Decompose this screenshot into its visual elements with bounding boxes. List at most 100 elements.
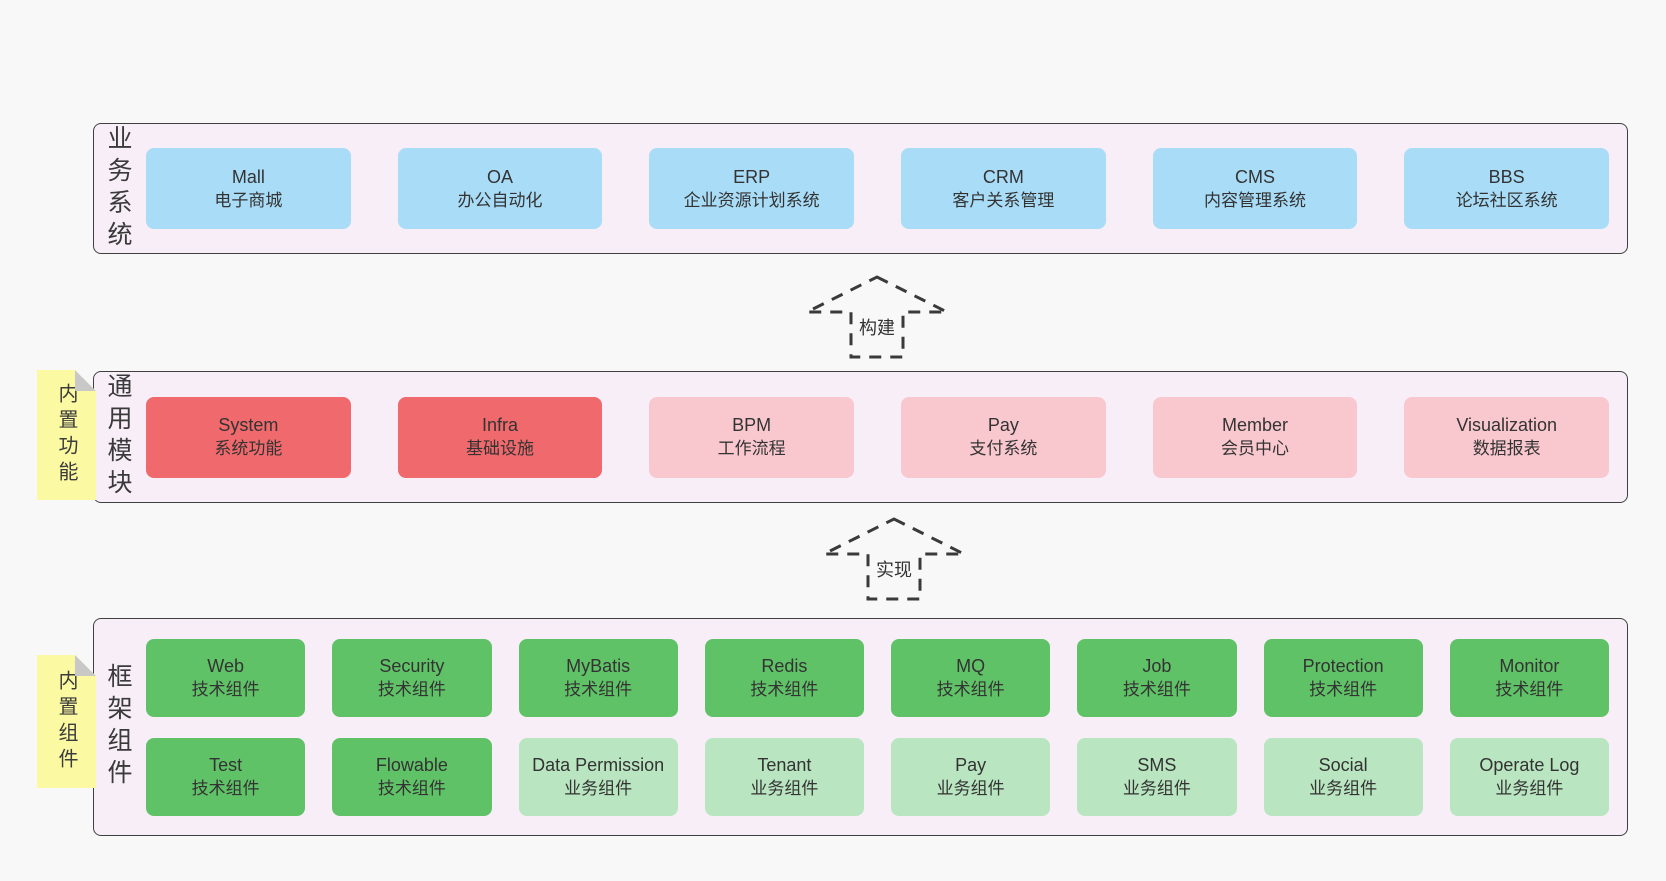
box-pay-business: Pay 业务组件: [891, 737, 1051, 816]
band-body: System 系统功能 Infra 基础设施 BPM 工作流程 Pay 支付系统…: [142, 372, 1627, 502]
box-title: CMS: [1235, 166, 1276, 187]
box-title: Mall: [231, 166, 265, 187]
box-subtitle: 技术组件: [936, 679, 1005, 699]
box-visualization: Visualization 数据报表: [1404, 396, 1610, 478]
box-subtitle: 技术组件: [1495, 679, 1564, 699]
band-label: 通用模块: [104, 373, 132, 501]
box-subtitle: 技术组件: [191, 778, 260, 798]
box-title: Job: [1142, 655, 1172, 676]
box-flowable: Flowable 技术组件: [332, 737, 492, 816]
box-subtitle: 技术组件: [1122, 679, 1191, 699]
box-title: Monitor: [1499, 655, 1560, 676]
box-title: BPM: [732, 415, 772, 435]
box-security: Security 技术组件: [332, 638, 492, 717]
box-subtitle: 技术组件: [377, 679, 446, 699]
box-subtitle: 客户关系管理: [952, 190, 1055, 210]
note-builtin-functions: 内置功能: [37, 370, 96, 500]
box-subtitle: 业务组件: [564, 778, 633, 798]
band-label: 框架组件: [104, 663, 132, 791]
box-title: Pay: [987, 415, 1019, 435]
box-title: MyBatis: [566, 655, 631, 676]
box-crm: CRM 客户关系管理: [901, 148, 1106, 229]
box-title: Redis: [761, 655, 808, 676]
box-web: Web 技术组件: [146, 638, 306, 717]
box-subtitle: 会员中心: [1221, 439, 1290, 458]
box-redis: Redis 技术组件: [704, 638, 864, 717]
box-mq: MQ 技术组件: [891, 638, 1051, 717]
box-subtitle: 基础设施: [466, 439, 534, 458]
box-subtitle: 技术组件: [750, 679, 819, 699]
box-pay: Pay 支付系统: [901, 396, 1106, 478]
box-oa: OA 办公自动化: [397, 148, 603, 229]
box-subtitle: 业务组件: [936, 778, 1005, 798]
build-arrow: 构建: [797, 270, 957, 365]
box-row: Web 技术组件 Security 技术组件 MyBatis 技术组件 Redi…: [146, 638, 1609, 717]
box-title: Security: [379, 655, 445, 676]
band-framework-components: 框架组件 Web 技术组件 Security 技术组件 MyBatis 技术组件…: [93, 618, 1628, 836]
box-data-permission: Data Permission 业务组件: [518, 737, 678, 816]
box-subtitle: 内容管理系统: [1204, 190, 1307, 210]
implement-arrow: 实现: [814, 512, 974, 607]
box-bpm: BPM 工作流程: [649, 396, 855, 478]
box-subtitle: 技术组件: [377, 778, 446, 798]
box-cms: CMS 内容管理系统: [1152, 148, 1358, 229]
box-row: Test 技术组件 Flowable 技术组件 Data Permission …: [146, 737, 1609, 816]
box-title: Tenant: [757, 754, 812, 775]
box-title: System: [218, 415, 279, 435]
box-operate-log: Operate Log 业务组件: [1449, 737, 1609, 816]
box-member: Member 会员中心: [1152, 396, 1358, 478]
implement-arrow-label: 实现: [873, 556, 915, 582]
box-title: MQ: [956, 655, 986, 676]
box-subtitle: 系统功能: [214, 439, 283, 458]
box-test: Test 技术组件: [146, 737, 306, 816]
box-sms: SMS 业务组件: [1077, 737, 1237, 816]
box-subtitle: 技术组件: [1309, 679, 1378, 699]
band-body: Web 技术组件 Security 技术组件 MyBatis 技术组件 Redi…: [142, 619, 1627, 835]
box-bbs: BBS 论坛社区系统: [1404, 148, 1610, 229]
box-mall: Mall 电子商城: [146, 148, 351, 229]
box-row: Mall 电子商城 OA 办公自动化 ERP 企业资源计划系统 CRM 客户关系…: [146, 148, 1610, 229]
box-subtitle: 电子商城: [214, 190, 283, 210]
box-title: Web: [207, 655, 244, 676]
box-title: OA: [487, 166, 514, 187]
box-subtitle: 业务组件: [1122, 778, 1191, 798]
box-protection: Protection 技术组件: [1263, 638, 1423, 717]
box-title: CRM: [982, 166, 1024, 187]
box-row: System 系统功能 Infra 基础设施 BPM 工作流程 Pay 支付系统…: [146, 396, 1610, 478]
box-title: Member: [1222, 415, 1289, 435]
band-common-modules: 通用模块 System 系统功能 Infra 基础设施 BPM 工作流程 Pay…: [93, 371, 1628, 503]
band-label: 业务系统: [104, 124, 132, 253]
box-erp: ERP 企业资源计划系统: [649, 148, 855, 229]
box-monitor: Monitor 技术组件: [1449, 638, 1609, 717]
box-system: System 系统功能: [146, 396, 351, 478]
box-subtitle: 企业资源计划系统: [683, 190, 820, 210]
box-mybatis: MyBatis 技术组件: [518, 638, 678, 717]
build-arrow-label: 构建: [856, 314, 898, 340]
box-infra: Infra 基础设施: [397, 396, 603, 478]
box-subtitle: 业务组件: [1495, 778, 1564, 798]
box-title: Protection: [1302, 655, 1384, 676]
dashed-up-arrow-icon: [806, 275, 948, 359]
box-subtitle: 支付系统: [969, 439, 1038, 458]
band-business-systems: 业务系统 Mall 电子商城 OA 办公自动化 ERP 企业资源计划系统 CRM…: [93, 123, 1628, 254]
box-job: Job 技术组件: [1077, 638, 1237, 717]
box-subtitle: 技术组件: [191, 679, 260, 699]
box-title: ERP: [733, 166, 771, 187]
note-builtin-components: 内置组件: [37, 655, 96, 788]
dashed-up-arrow-icon: [823, 517, 965, 601]
box-title: Visualization: [1456, 415, 1558, 435]
box-title: Flowable: [375, 754, 448, 775]
box-title: Social: [1318, 754, 1368, 775]
box-subtitle: 工作流程: [717, 439, 786, 458]
band-body: Mall 电子商城 OA 办公自动化 ERP 企业资源计划系统 CRM 客户关系…: [142, 124, 1627, 253]
box-social: Social 业务组件: [1263, 737, 1423, 816]
box-title: BBS: [1488, 166, 1525, 187]
box-subtitle: 业务组件: [1309, 778, 1378, 798]
box-title: Data Permission: [532, 754, 665, 775]
box-subtitle: 数据报表: [1472, 439, 1541, 458]
box-title: SMS: [1137, 754, 1177, 775]
box-subtitle: 论坛社区系统: [1455, 190, 1558, 210]
box-subtitle: 业务组件: [750, 778, 819, 798]
box-subtitle: 技术组件: [564, 679, 633, 699]
